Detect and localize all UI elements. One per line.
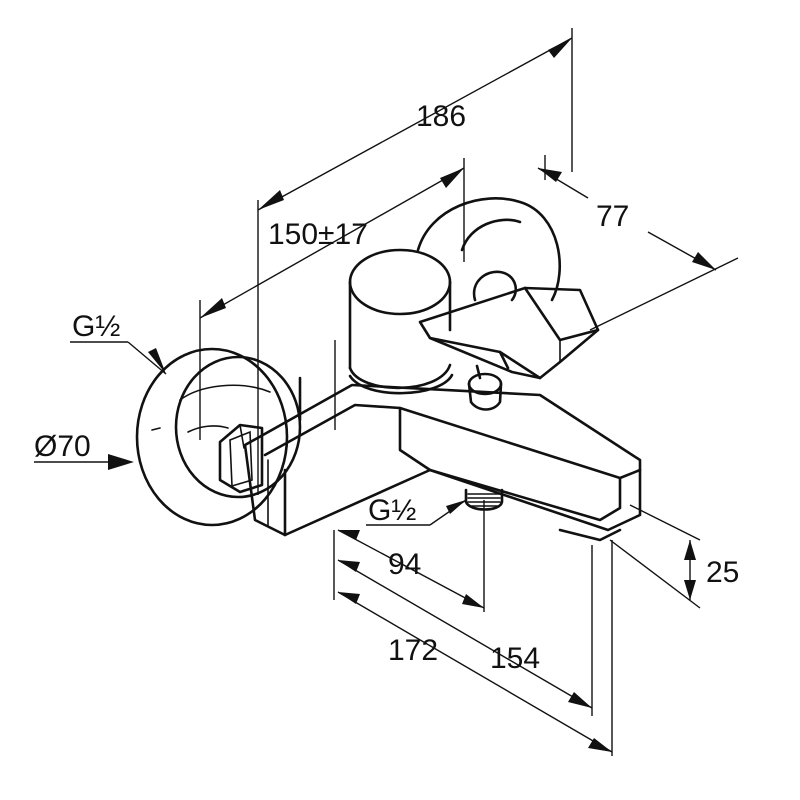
spout-projection-inner-label: 154 [490,642,540,675]
inlet-thread-label: G½ [72,310,120,343]
outlet-thread-label: G½ [368,494,416,527]
overall-length-label: 186 [416,100,466,133]
lever-offset-label: 77 [596,200,629,233]
left-connection-nut [218,423,264,494]
right-rosette [416,197,562,302]
mixer-body [243,376,642,542]
spout-height-label: 25 [706,556,739,589]
rosette-diameter-label: Ø70 [34,430,91,463]
lever-handle [418,286,600,380]
connection-spacing-label: 150±17 [268,218,368,251]
spout-projection-outer-label: 172 [388,634,438,667]
diverter-knob [467,364,503,411]
dimension-lines [34,28,739,756]
cartridge-housing [348,248,454,395]
dimension-labels: 186 150±17 77 G½ Ø70 G½ 94 172 154 25 [34,100,739,675]
mixer-tap-illustration [135,197,642,542]
dimension-arrowheads [108,38,716,752]
outlet-thread [464,488,504,511]
outlet-distance-label: 94 [388,548,421,581]
left-rosette [135,347,302,527]
